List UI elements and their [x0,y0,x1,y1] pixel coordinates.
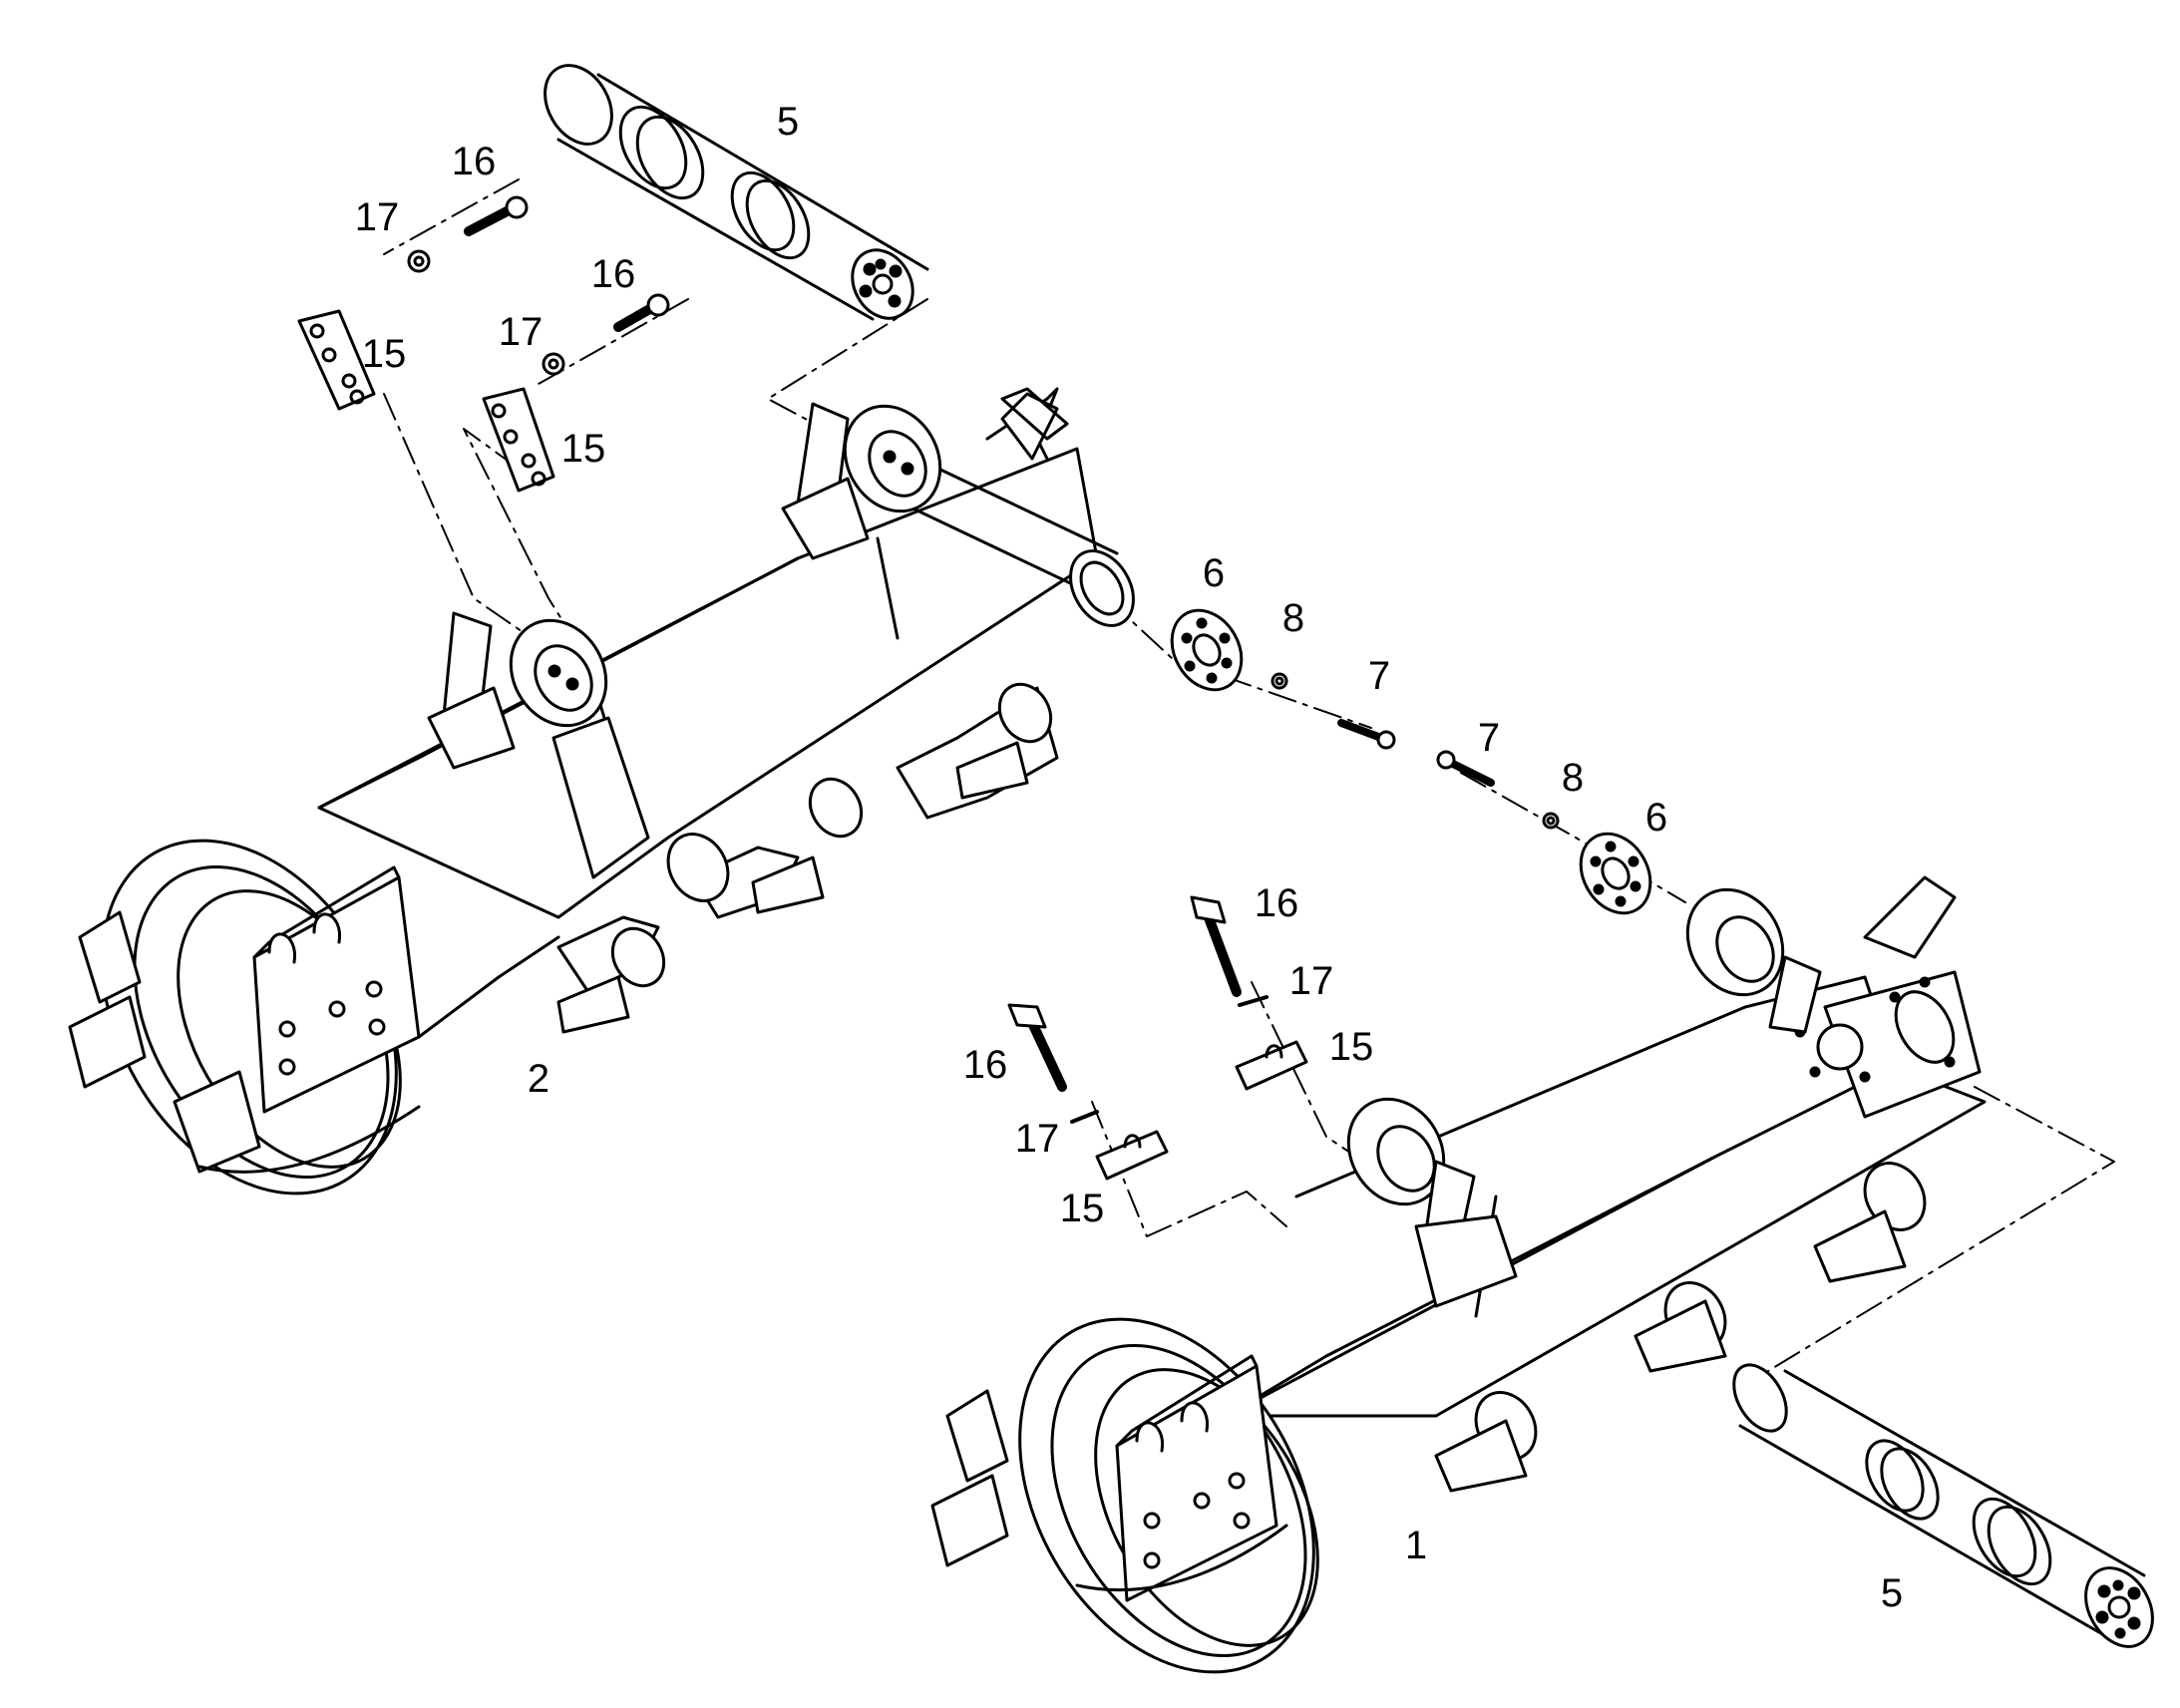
callout-8-lower: 8 [1561,756,1585,800]
callout-7-upper: 7 [1367,654,1391,698]
hardware-middle [1170,608,1652,915]
callout-15-lower-left: 15 [1059,1187,1105,1230]
track-frame-1 [930,875,1987,1674]
hardware-top-left [297,195,670,493]
callout-5-bottom: 5 [1880,1571,1904,1615]
callout-15-top-left: 15 [361,332,407,376]
callout-15-mid: 15 [1328,1025,1374,1069]
callout-6-lower: 6 [1644,796,1668,840]
callout-1-track-frame: 1 [1404,1524,1428,1567]
callout-5-top: 5 [776,100,800,144]
callout-16-mid: 16 [1254,881,1299,925]
callout-17-lower-left: 17 [1014,1117,1060,1161]
hardware-lower [1007,895,1308,1181]
callout-17-mid: 17 [1288,959,1334,1003]
callout-16-lower-left: 16 [962,1043,1008,1087]
callout-15-top-mid: 15 [560,427,606,471]
pin-5-bottom [1732,1363,2154,1648]
pin-5-top [544,64,929,321]
callout-2-track-frame: 2 [527,1057,550,1101]
callout-7-lower: 7 [1477,716,1501,760]
track-frame-2 [68,387,1135,1196]
callout-6-upper: 6 [1202,551,1226,595]
callout-17-top-left: 17 [354,195,400,239]
callout-17-top-mid: 17 [498,310,544,354]
callout-16-top-left: 16 [451,140,497,183]
callout-16-top-mid: 16 [590,252,636,296]
callout-8-upper: 8 [1281,596,1305,640]
